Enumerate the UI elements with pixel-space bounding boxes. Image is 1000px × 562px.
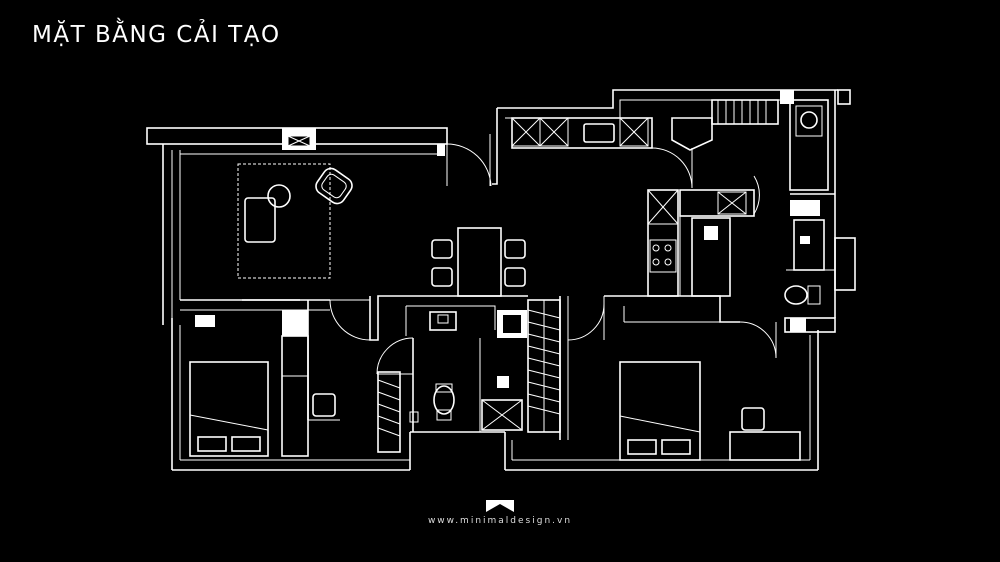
living-room — [237, 143, 492, 301]
website-url: www.minimaldesign.vn — [427, 516, 573, 526]
dining-table — [431, 227, 526, 297]
bedroom-2 — [619, 321, 801, 461]
floor-plan — [146, 89, 856, 471]
bedroom-1 — [189, 335, 340, 457]
bathroom-1 — [377, 311, 523, 453]
wardrobe — [527, 309, 561, 415]
bathroom-2 — [784, 99, 835, 305]
kitchen — [511, 99, 779, 297]
page-title: MẶT BẰNG CẢI TẠO — [32, 22, 281, 48]
brand-logo-icon — [486, 500, 514, 512]
interior-walls — [180, 295, 740, 440]
